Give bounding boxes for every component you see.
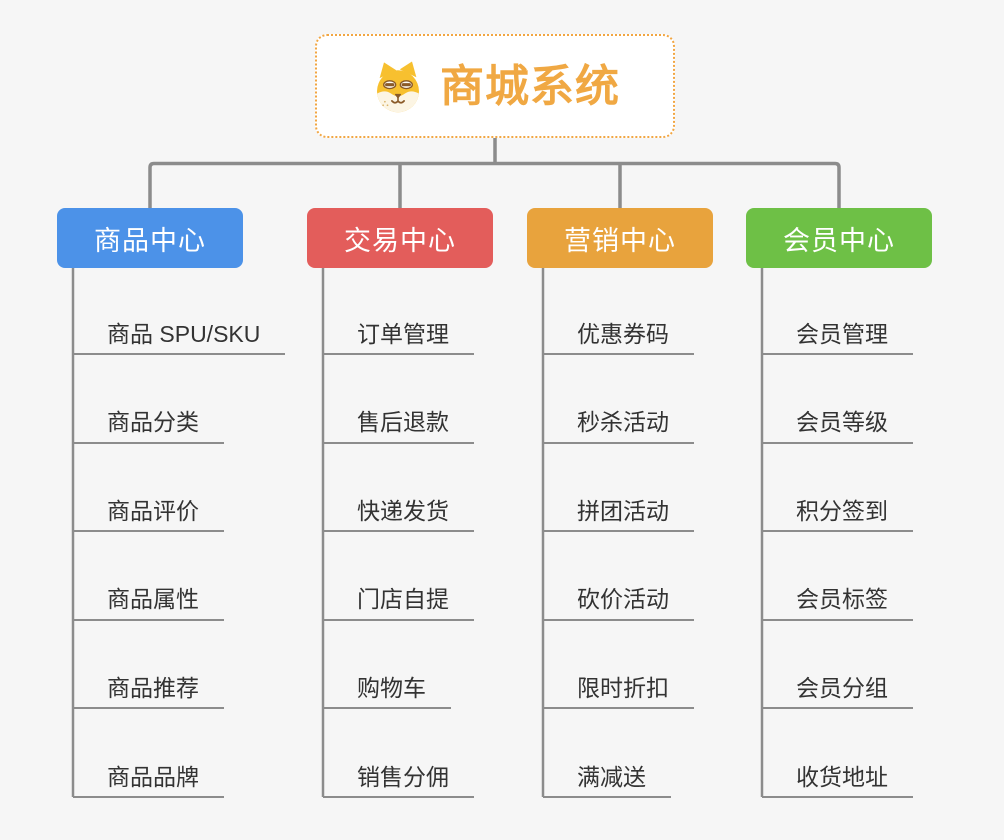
tree-node[interactable]: 商品推荐: [73, 663, 224, 710]
branch-header[interactable]: 商品中心: [57, 208, 243, 268]
tree-node[interactable]: 商品评价: [73, 486, 224, 533]
tree-node[interactable]: 会员管理: [762, 309, 913, 355]
tree-node[interactable]: 会员分组: [762, 663, 913, 710]
tree-node[interactable]: 砍价活动: [543, 575, 694, 621]
tree-node[interactable]: 商品分类: [73, 398, 224, 444]
tree-node[interactable]: 快递发货: [323, 486, 474, 533]
tree-node[interactable]: 限时折扣: [543, 663, 694, 710]
tree-node[interactable]: 满减送: [543, 752, 671, 798]
tree-node[interactable]: 订单管理: [323, 309, 474, 355]
branch-header[interactable]: 会员中心: [746, 208, 932, 268]
tree-node[interactable]: 优惠券码: [543, 309, 694, 355]
tree-node[interactable]: 秒杀活动: [543, 398, 694, 444]
tree-node[interactable]: 售后退款: [323, 398, 474, 444]
tree-node[interactable]: 商品 SPU/SKU: [73, 309, 286, 355]
dog-face-icon: [377, 61, 419, 113]
tree-node[interactable]: 销售分佣: [323, 752, 474, 798]
tree-node[interactable]: 积分签到: [762, 486, 913, 533]
tree-node[interactable]: 拼团活动: [543, 486, 694, 533]
tree-node[interactable]: 门店自提: [323, 575, 474, 621]
tree-node[interactable]: 会员标签: [762, 575, 913, 621]
tree-node[interactable]: 收货地址: [762, 752, 913, 798]
root-node[interactable]: 商城系统: [315, 34, 675, 138]
tree-node[interactable]: 商品品牌: [73, 752, 224, 798]
tree-node[interactable]: 会员等级: [762, 398, 913, 444]
root-title: 商城系统: [440, 62, 620, 111]
tree-node[interactable]: 购物车: [323, 663, 451, 710]
branch-header[interactable]: 营销中心: [527, 208, 713, 268]
branch-header[interactable]: 交易中心: [307, 208, 493, 268]
tree-node[interactable]: 商品属性: [73, 575, 224, 621]
